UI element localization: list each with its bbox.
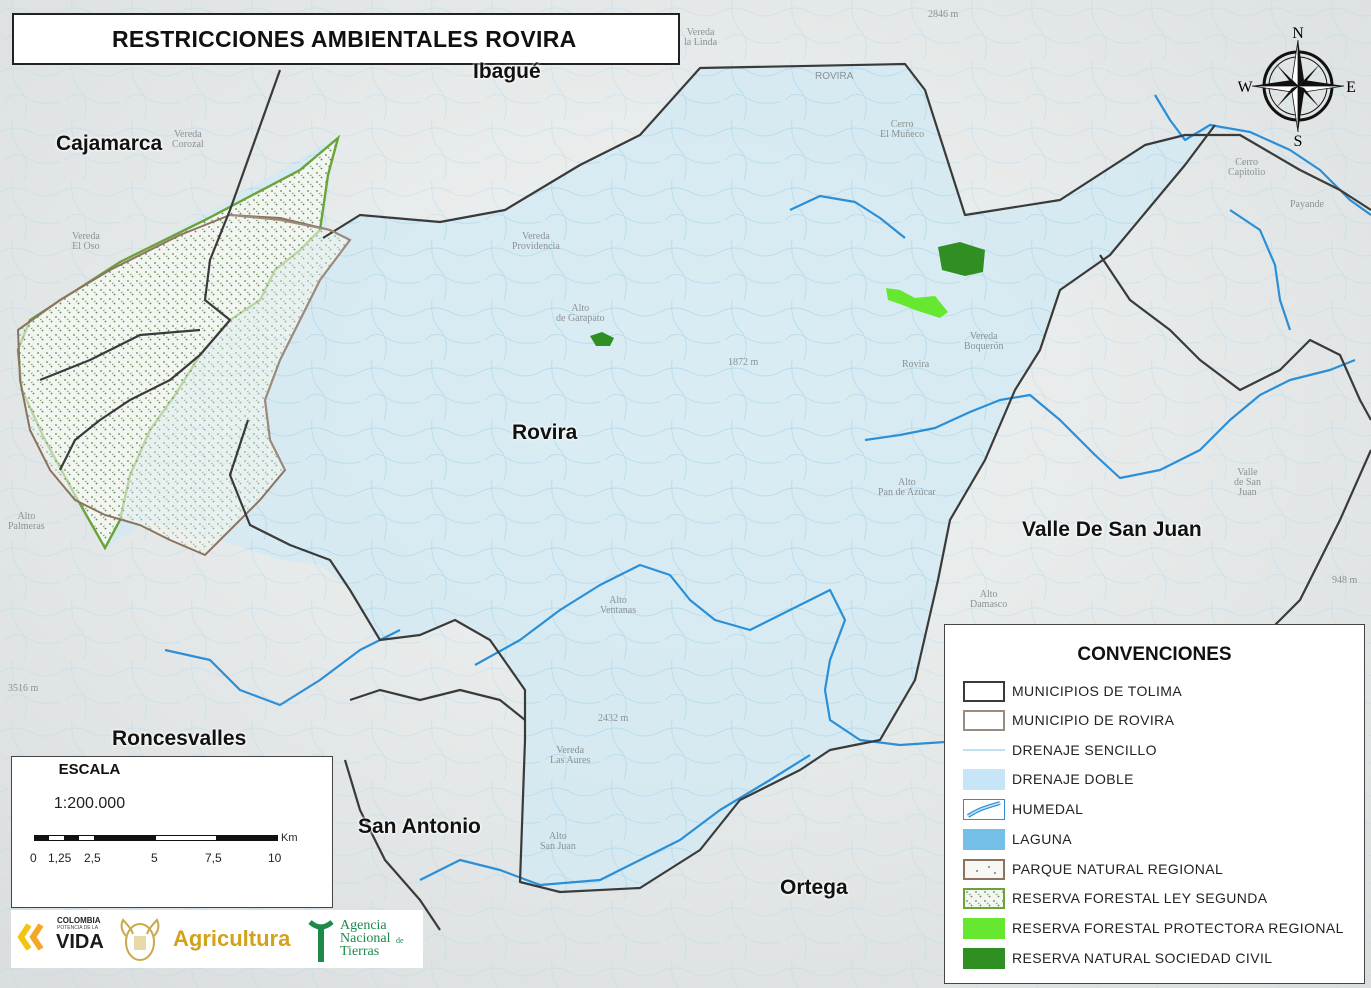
compass-n: N (1292, 25, 1304, 42)
swatch-laguna (963, 828, 1005, 850)
legend-label: DRENAJE DOBLE (1012, 771, 1134, 787)
legend-item-municipio-rovira: MUNICIPIO DE ROVIRA (963, 709, 1174, 731)
swatch-reserva-sociedad-civil (963, 947, 1005, 969)
rivers (164, 94, 1371, 887)
north-arrow: N S E W (1237, 24, 1358, 150)
institutional-logos: COLOMBIA POTENCIA DE LA VIDA Agricultura… (11, 910, 423, 968)
label-vereda-aures: Vereda Las Aures (550, 745, 591, 766)
legend-item-humedal: HUMEDAL (963, 798, 1083, 820)
label-ibague: Ibagué (473, 60, 541, 83)
label-vereda-el-oso: Vereda El Oso (72, 231, 100, 252)
swatch-drenaje-sencillo (963, 740, 1005, 761)
legend-item-reserva-ley-segunda: RESERVA FORESTAL LEY SEGUNDA (963, 887, 1268, 909)
compass-w: W (1238, 79, 1253, 96)
scale-tick: 7,5 (205, 851, 222, 865)
logo-agricultura: Agricultura (173, 926, 291, 951)
logo-de: de (396, 936, 404, 945)
swatch-humedal (963, 798, 1005, 820)
map-title: RESTRICCIONES AMBIENTALES ROVIRA (12, 13, 680, 65)
scale-tick: 10 (268, 851, 282, 865)
logo-tierras: Tierras (340, 944, 380, 959)
label-alt-1872: 1872 m (728, 357, 759, 368)
label-valle-town: Valle de San Juan (1234, 467, 1261, 498)
legend-label: MUNICIPIO DE ROVIRA (1012, 712, 1175, 728)
swatch-municipio-rovira (963, 709, 1005, 731)
label-alto-palmeras: Alto Palmeras (8, 511, 45, 532)
legend-label: DRENAJE SENCILLO (1012, 742, 1157, 758)
label-alto-damasco: Alto Damasco (970, 589, 1008, 610)
swatch-drenaje-doble (963, 768, 1005, 790)
label-cerro-capitolio: Cerro Capitolio (1228, 157, 1266, 178)
logo-vida: VIDA (56, 931, 104, 953)
legend-panel: CONVENCIONES MUNICIPIOS DE TOLIMA MUNICI… (944, 624, 1365, 984)
label-la-linda: Vereda la Linda (684, 27, 718, 48)
scale-tick: 5 (151, 851, 158, 865)
compass-e: E (1346, 79, 1356, 96)
label-alto-garapato: Alto de Garapato (556, 303, 605, 324)
swatch-municipios-tolima (963, 680, 1005, 702)
reserva-sociedad-civil-2 (590, 332, 614, 346)
swatch-parque-natural (963, 858, 1005, 880)
legend-title: CONVENCIONES (1077, 644, 1232, 665)
label-alt-2846: 2846 m (928, 9, 959, 20)
legend-label: RESERVA FORESTAL PROTECTORA REGIONAL (1012, 920, 1344, 936)
label-rovira-town: Rovira (902, 359, 930, 370)
label-ortega: Ortega (780, 876, 848, 899)
label-alto-ventanas: Alto Ventanas (600, 595, 637, 616)
scale-bar: Km (34, 833, 298, 844)
label-alt-2432: 2432 m (598, 713, 629, 724)
legend-label: MUNICIPIOS DE TOLIMA (1012, 683, 1183, 699)
reserva-sociedad-civil-1 (938, 242, 985, 276)
logo-colombia-sub: POTENCIA DE LA (57, 925, 99, 931)
legend-item-reserva-sociedad-civil: RESERVA NATURAL SOCIEDAD CIVIL (963, 947, 1272, 969)
label-alto-pan: Alto Pan de Azúcar (878, 477, 936, 498)
label-vereda-corozal: Vereda Corozal (172, 129, 204, 150)
scale-ratio: 1:200.000 (53, 795, 126, 812)
legend-label: LAGUNA (1012, 831, 1072, 847)
legend-item-drenaje-doble: DRENAJE DOBLE (963, 768, 1134, 790)
scale-tick: 1,25 (48, 851, 72, 865)
legend-item-parque-natural: PARQUE NATURAL REGIONAL (963, 858, 1223, 880)
legend-label: PARQUE NATURAL REGIONAL (1012, 861, 1224, 877)
colombia-vida-logo-icon (17, 923, 44, 951)
label-valle-de-san-juan: Valle De San Juan (1022, 518, 1202, 541)
logo-nacional: Nacional (340, 931, 391, 946)
legend-item-drenaje-sencillo: DRENAJE SENCILLO (963, 739, 1157, 761)
logo-colombia: COLOMBIA (57, 916, 101, 925)
reserva-protectora-area (886, 288, 948, 318)
swatch-reserva-protectora (963, 917, 1005, 939)
legend-label: HUMEDAL (1012, 801, 1084, 817)
label-cerro-muneco: Cerro El Muñeco (880, 119, 925, 140)
logo-agencia: Agencia (340, 918, 387, 933)
legend-label: RESERVA NATURAL SOCIEDAD CIVIL (1012, 950, 1273, 966)
scale-tick: 2,5 (84, 851, 101, 865)
swatch-reserva-ley-segunda (963, 887, 1005, 909)
legend-label: RESERVA FORESTAL LEY SEGUNDA (1012, 890, 1268, 906)
legend-item-laguna: LAGUNA (963, 828, 1072, 850)
compass-rose-icon: N S E W (1237, 25, 1356, 150)
label-alt-3516: 3516 m (8, 683, 39, 694)
label-payande: Payande (1290, 199, 1324, 210)
municipio-rovira-boundary (229, 214, 352, 471)
municipios-tolima-boundaries (39, 62, 1371, 931)
legend-item-municipios-tolima: MUNICIPIOS DE TOLIMA (963, 680, 1182, 702)
label-vereda-boqueron: Vereda Boquerón (964, 331, 1004, 352)
label-vereda-providencia: Vereda Providencia (512, 231, 560, 252)
legend-item-reserva-protectora: RESERVA FORESTAL PROTECTORA REGIONAL (963, 917, 1344, 939)
scale-unit: Km (281, 833, 298, 844)
label-rovira: Rovira (512, 421, 578, 444)
scale-panel: ESCALA 1:200.000 Km 0 1,25 2,5 5 7,5 10 (11, 756, 333, 908)
label-san-antonio: San Antonio (358, 815, 481, 838)
label-cajamarca: Cajamarca (56, 132, 163, 155)
label-roncesvalles: Roncesvalles (112, 727, 247, 750)
label-rovira-road: ROVIRA (815, 71, 854, 82)
scale-tick: 0 (30, 851, 37, 865)
label-alt-948: 948 m (1332, 575, 1358, 586)
coat-of-arms-icon (120, 918, 160, 961)
compass-s: S (1294, 133, 1303, 150)
label-alto-san-juan: Alto San Juan (540, 831, 576, 852)
scale-title: ESCALA (58, 761, 121, 778)
ant-logo-icon (308, 920, 334, 962)
